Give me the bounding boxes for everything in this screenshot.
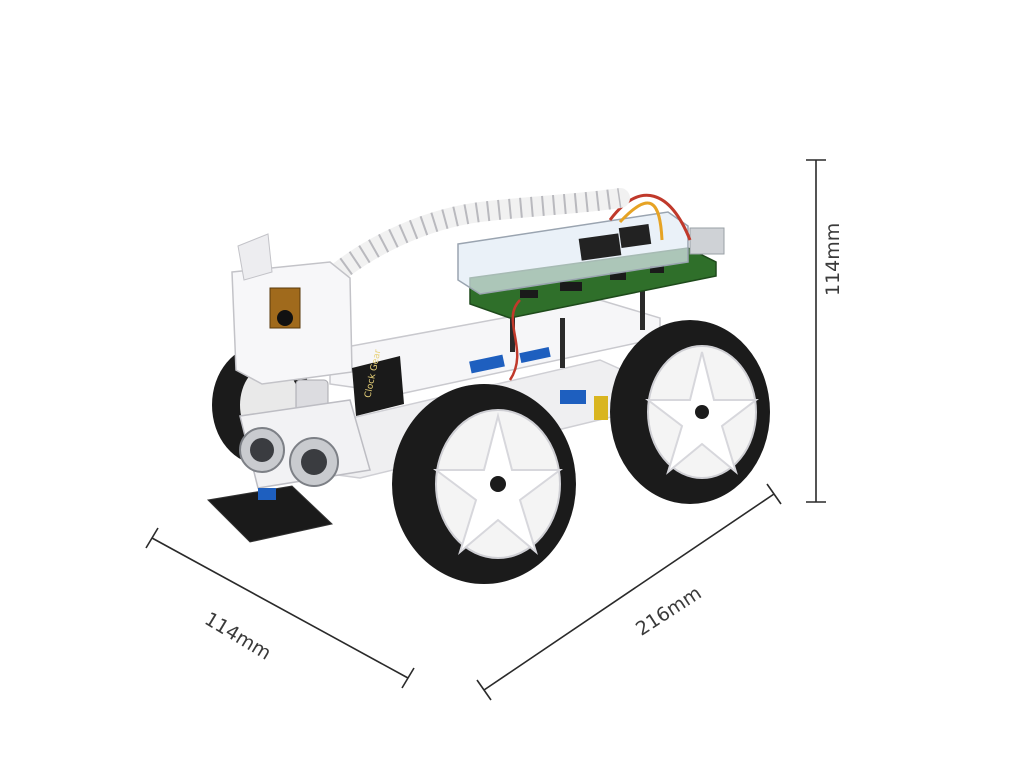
front-left-wheel <box>392 384 576 584</box>
width-dimension-line <box>151 537 409 679</box>
usb-ports <box>689 227 725 255</box>
servo-cable <box>508 299 521 381</box>
length-tick-right <box>766 483 782 505</box>
case-buttons <box>618 224 652 248</box>
camera-bracket <box>237 233 273 281</box>
camera-lens-icon <box>277 310 293 326</box>
rear-right-wheel <box>610 320 770 504</box>
servo-cable <box>608 193 692 241</box>
width-tick-left <box>145 527 159 549</box>
width-tick-right <box>401 667 415 689</box>
yellow-motor <box>594 396 608 420</box>
robot-car: Clock Gear <box>206 188 770 584</box>
length-tick-left <box>476 679 492 701</box>
length-dimension-line <box>483 493 775 691</box>
spiral-cable-wrap <box>310 188 630 298</box>
servo-cable <box>618 201 664 241</box>
blue-bracket <box>560 390 586 404</box>
blue-bracket <box>469 354 505 374</box>
pcb-components <box>520 266 664 298</box>
ultrasonic-sensor <box>239 427 339 487</box>
height-dimension-label: 114mm <box>822 222 844 296</box>
case-buttons <box>578 233 622 261</box>
dimension-lines <box>145 159 826 701</box>
blue-bracket <box>519 346 551 364</box>
blue-potentiometer <box>258 488 276 500</box>
